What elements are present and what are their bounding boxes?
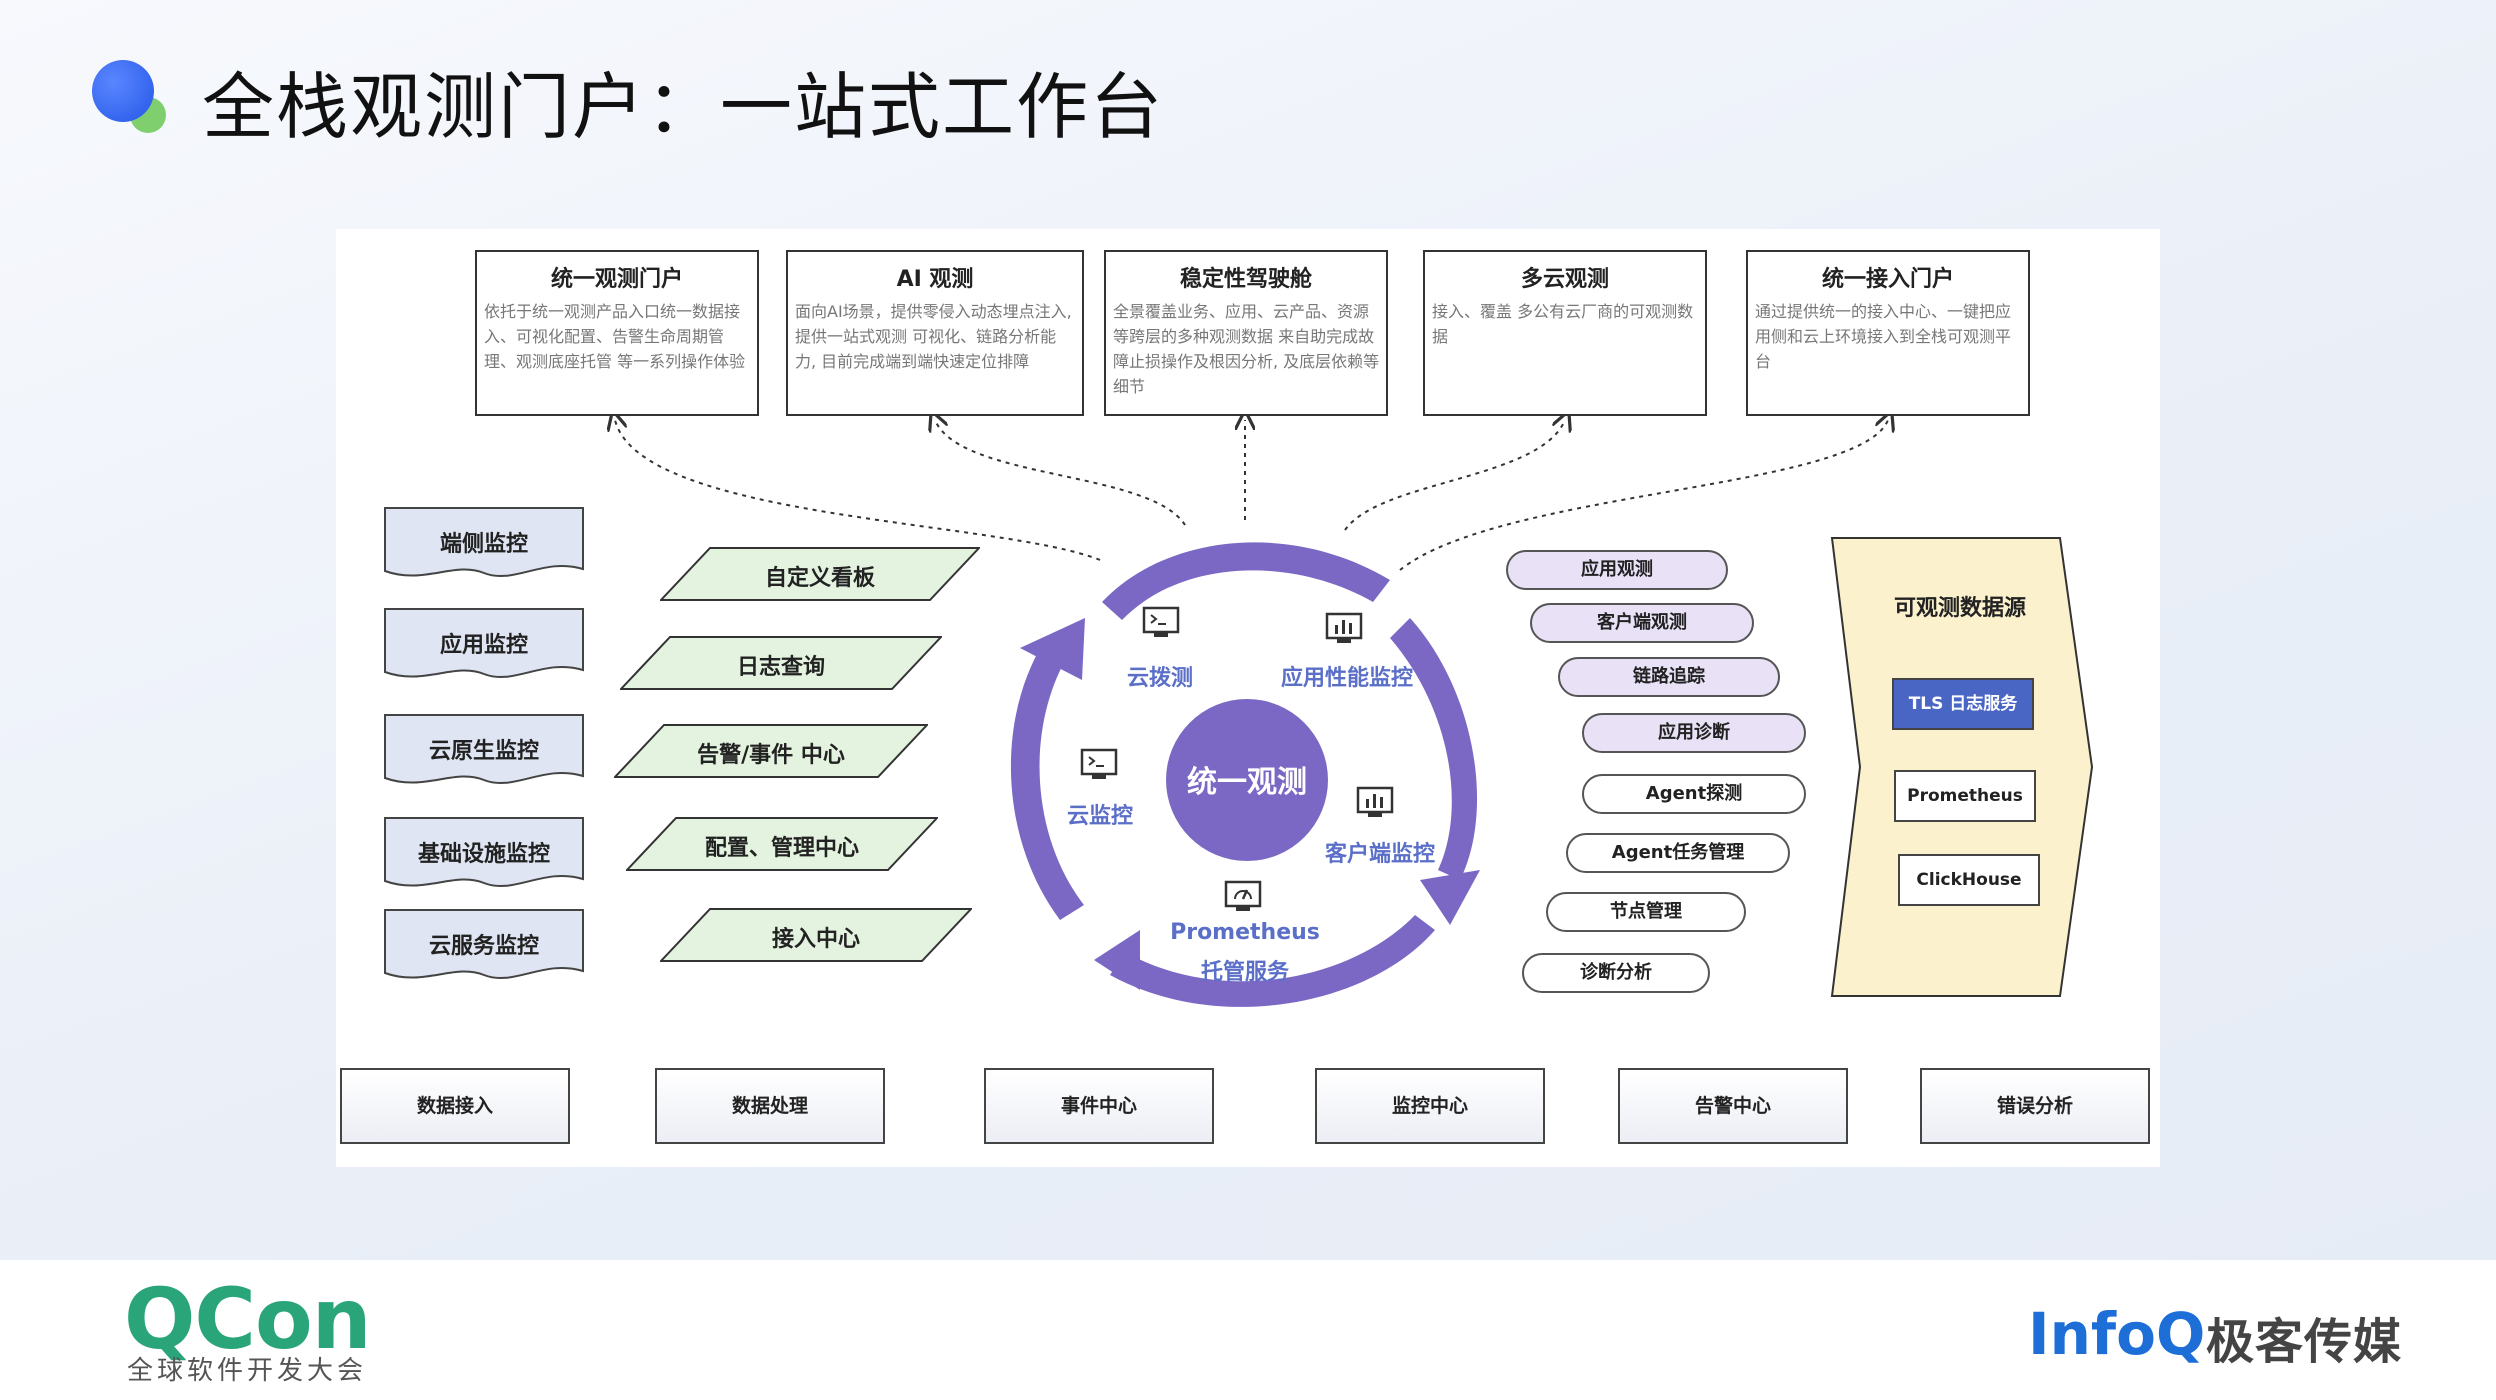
feature-label: 告警/事件 中心 xyxy=(697,743,845,768)
left-monitor-cloud-native: 云原生监控 xyxy=(384,714,584,790)
bottom-box-monitor-center: 监控中心 xyxy=(1315,1068,1545,1144)
top-box-unified-access: 统一接入门户 通过提供统一的接入中心、一键把应用侧和云上环境接入到全栈可观测平台 xyxy=(1746,250,2030,416)
bottom-box-event-center: 事件中心 xyxy=(984,1068,1214,1144)
feature-label: 配置、管理中心 xyxy=(704,836,859,861)
left-monitor-label: 云服务监控 xyxy=(428,934,539,959)
page-title: 全栈观测门户：一站式工作台 xyxy=(202,65,1165,149)
top-box-title: 多云观测 xyxy=(1520,267,1609,292)
pill-trace: 链路追踪 xyxy=(1558,657,1780,697)
qcon-logo: QCon xyxy=(124,1270,372,1368)
ring-label-prometheus: Prometheus xyxy=(1170,920,1320,945)
terminal-icon xyxy=(1080,748,1118,779)
top-box-desc: 面向AI场景，提供零侵入动态埋点注入,提供一站式观测 可视化、链路分析能力, 目… xyxy=(795,302,1072,371)
top-box-title: 统一观测门户 xyxy=(550,267,683,292)
ring-label-dial-test: 云拨测 xyxy=(1126,666,1193,691)
ring-label-apm: 应用性能监控 xyxy=(1280,666,1413,691)
feature-custom-dashboard: 自定义看板 xyxy=(660,547,980,601)
connector-arrows xyxy=(0,0,2496,571)
top-box-stability-cockpit: 稳定性驾驶舱 全景覆盖业务、应用、云产品、资源等跨层的多种观测数据 来自助完成故… xyxy=(1104,250,1388,416)
bottom-box-error-analysis: 错误分析 xyxy=(1920,1068,2150,1144)
pill-agent-probe: Agent探测 xyxy=(1582,774,1806,814)
infoq-logo: InfoQ xyxy=(2028,1300,2206,1368)
left-monitor-endpoint: 端侧监控 xyxy=(384,507,584,583)
left-monitor-app: 应用监控 xyxy=(384,608,584,684)
left-monitor-label: 基础设施监控 xyxy=(417,842,550,867)
footer xyxy=(0,1260,2496,1400)
feature-label: 日志查询 xyxy=(736,655,825,680)
ring-label-client-monitor: 客户端监控 xyxy=(1324,842,1435,867)
left-monitor-label: 应用监控 xyxy=(439,633,528,658)
datasource-tls: TLS 日志服务 xyxy=(1892,678,2034,730)
bottom-box-data-process: 数据处理 xyxy=(655,1068,885,1144)
top-box-title: AI 观测 xyxy=(896,267,974,292)
feature-config-center: 配置、管理中心 xyxy=(626,817,938,871)
top-box-desc: 依托于统一观测产品入口统一数据接入、可视化配置、告警生命周期管理、观测底座托管 … xyxy=(484,302,746,371)
feature-log-query: 日志查询 xyxy=(620,636,942,690)
left-monitor-label: 端侧监控 xyxy=(439,532,528,557)
pill-app-diagnose: 应用诊断 xyxy=(1582,713,1806,753)
top-box-desc: 接入、覆盖 多公有云厂商的可观测数据 xyxy=(1432,302,1694,346)
top-box-multicloud: 多云观测 接入、覆盖 多公有云厂商的可观测数据 xyxy=(1423,250,1707,416)
core-circle xyxy=(1166,699,1328,861)
left-monitor-infrastructure: 基础设施监控 xyxy=(384,817,584,893)
ring-label-cloud-monitor: 云监控 xyxy=(1066,804,1133,829)
ring-label-managed-service: 托管服务 xyxy=(1200,960,1289,985)
feature-label: 自定义看板 xyxy=(764,566,875,591)
bar-chart-icon xyxy=(1356,786,1394,817)
bar-chart-icon xyxy=(1325,612,1363,643)
pill-client-observe: 客户端观测 xyxy=(1530,603,1754,643)
left-monitor-cloud-service: 云服务监控 xyxy=(384,909,584,985)
top-box-desc: 全景覆盖业务、应用、云产品、资源等跨层的多种观测数据 来自助完成故障止损操作及根… xyxy=(1113,302,1380,396)
datasource-prometheus: Prometheus xyxy=(1894,770,2036,822)
gauge-icon xyxy=(1224,880,1262,911)
top-box-ai-observe: AI 观测 面向AI场景，提供零侵入动态埋点注入,提供一站式观测 可视化、链路分… xyxy=(786,250,1084,416)
bottom-box-data-ingest: 数据接入 xyxy=(340,1068,570,1144)
qcon-subtitle: 全球软件开发大会 xyxy=(127,1356,368,1386)
observability-ring xyxy=(1010,542,1480,1007)
pill-app-observe: 应用观测 xyxy=(1506,550,1728,590)
pill-diagnose-analysis: 诊断分析 xyxy=(1522,953,1710,993)
infoq-brand-cn: 极客传媒 xyxy=(2206,1314,2403,1370)
feature-label: 接入中心 xyxy=(771,927,860,952)
feature-alert-event-center: 告警/事件 中心 xyxy=(614,724,928,778)
pill-agent-task: Agent任务管理 xyxy=(1566,833,1790,873)
bottom-box-alert-center: 告警中心 xyxy=(1618,1068,1848,1144)
top-box-desc: 通过提供统一的接入中心、一键把应用侧和云上环境接入到全栈可观测平台 xyxy=(1755,302,2012,371)
top-box-title: 稳定性驾驶舱 xyxy=(1179,267,1312,292)
ring-core-label: 统一观测 xyxy=(1187,765,1307,800)
feature-access-center: 接入中心 xyxy=(660,908,972,962)
top-box-title: 统一接入门户 xyxy=(1821,267,1954,292)
left-monitor-label: 云原生监控 xyxy=(428,739,539,764)
top-box-unified-portal: 统一观测门户 依托于统一观测产品入口统一数据接入、可视化配置、告警生命周期管理、… xyxy=(475,250,759,416)
datasource-clickhouse: ClickHouse xyxy=(1898,854,2040,906)
title-accent-dot xyxy=(92,60,154,122)
terminal-icon xyxy=(1142,606,1180,637)
pill-node-manage: 节点管理 xyxy=(1546,892,1746,932)
datasource-title: 可观测数据源 xyxy=(1893,596,2026,621)
